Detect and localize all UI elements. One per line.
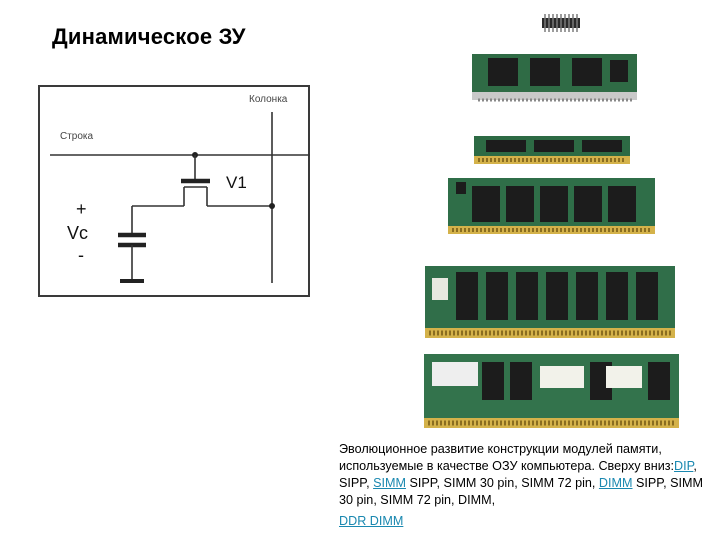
row-label: Строка	[60, 131, 94, 142]
sipp-module	[472, 54, 637, 102]
caption-text2: SIPP, SIMM 30 pin, SIMM 72 pin,	[405, 476, 599, 490]
ddr-dimm-link[interactable]: DDR DIMM	[339, 514, 404, 528]
caption-prefix: Сверху вниз:	[598, 459, 675, 473]
caption-text: Эволюционное развитие конструкции модуле…	[339, 441, 711, 530]
dip-link[interactable]: DIP	[674, 459, 694, 473]
source-label: Vc	[67, 223, 89, 243]
dram-cell-schematic: Колонка Строка V1 + Vc -	[38, 85, 310, 297]
dimm-link[interactable]: DIMM	[598, 476, 633, 490]
schematic-drawing	[50, 112, 310, 283]
caption-line1: Эволюционное развитие конструкции модуле…	[339, 442, 662, 473]
transistor-label: V1	[226, 173, 247, 192]
page-title: Динамическое ЗУ	[52, 24, 246, 49]
minus-label: -	[78, 245, 84, 265]
simm-link[interactable]: SIMM	[373, 476, 406, 490]
dip-chip	[542, 14, 580, 32]
simm-30-module	[448, 178, 655, 234]
simm-30-small-module	[474, 136, 630, 164]
caption-text3: SIPP, SIMM 30 pin, SIMM 72 pin, DIMM,	[339, 476, 703, 507]
caption-text1: , SIPP,	[339, 459, 697, 490]
dimm-module	[424, 354, 679, 428]
column-label: Колонка	[249, 94, 288, 105]
simm-72-module	[425, 266, 675, 338]
plus-label: +	[76, 199, 87, 219]
